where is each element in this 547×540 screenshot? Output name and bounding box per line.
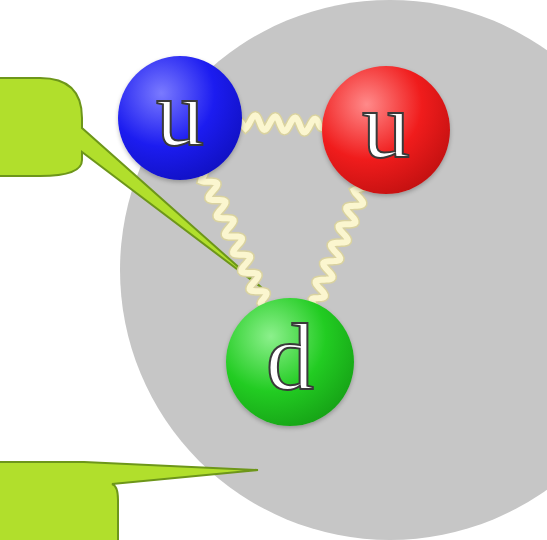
proton-sphere [120,0,547,540]
quark-circle: u [322,66,450,194]
callout-bubble [0,462,258,540]
gluon-line [240,115,324,132]
quark-circle: u [118,56,242,180]
gluon-line [312,187,363,304]
gluon-line [201,173,267,306]
quark-label: d [266,309,314,405]
quark-label: u [362,77,410,173]
quark-label: u [156,65,204,161]
quark-circle: d [226,298,354,426]
